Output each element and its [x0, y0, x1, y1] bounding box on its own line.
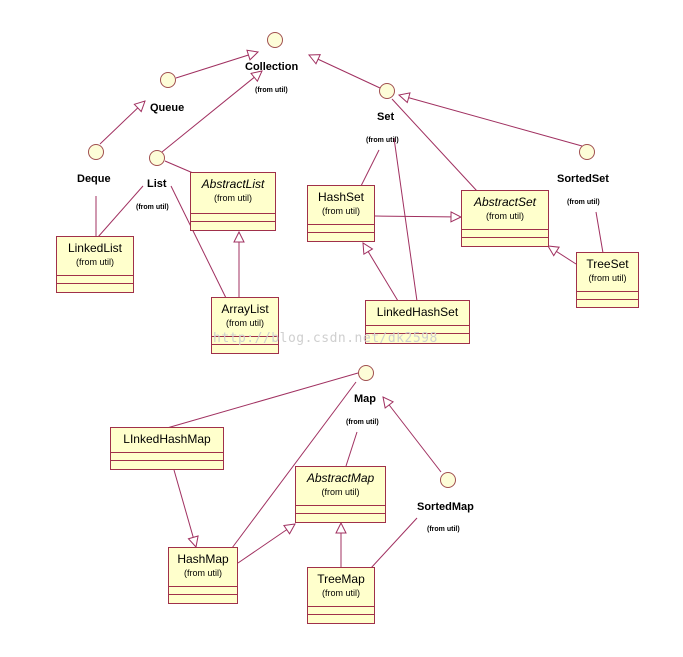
queue-interface-icon [160, 72, 176, 88]
abstractmap-to-map-edge [345, 431, 358, 467]
treeset-from: (from util) [588, 273, 627, 283]
linkedlist-class: LinkedList (from util) [56, 236, 134, 293]
abstractset-class: AbstractSet (from util) [461, 190, 549, 247]
hashmap-to-abstractmap-edge [237, 524, 295, 564]
linkedhashset-to-set-edge [393, 137, 418, 302]
sortedset-label: SortedSet [557, 173, 609, 185]
deque-to-queue-edge [99, 101, 145, 145]
treeset-to-abstractset-edge [548, 246, 577, 265]
sortedset-to-set-edge [399, 95, 583, 147]
collection-label: Collection [245, 61, 299, 73]
arraylist-from: (from util) [226, 318, 264, 328]
linkedhashset-class: LinkedHashSet [365, 300, 470, 344]
abstractlist-class: AbstractList (from util) [190, 172, 276, 231]
hashmap-name: HashMap [177, 552, 229, 566]
hashmap-from: (from util) [184, 568, 222, 578]
sortedmap-from-label: (from util) [427, 526, 460, 533]
treemap-from: (from util) [322, 588, 360, 598]
arraylist-name: ArrayList [221, 302, 269, 316]
hashmap-to-map-edge [231, 381, 357, 549]
deque-interface-icon [88, 144, 104, 160]
sortedmap-label: SortedMap [417, 501, 474, 513]
abstractlist-name: AbstractList [201, 177, 265, 191]
abstractset-name: AbstractSet [473, 195, 537, 209]
linkedhashmap-to-hashmap-edge [173, 469, 196, 547]
linkedhashset-name: LinkedHashSet [376, 305, 459, 319]
treeset-to-sortedset-edge [595, 211, 604, 254]
treeset-class: TreeSet (from util) [576, 252, 639, 308]
hashmap-class: HashMap (from util) [168, 547, 238, 604]
set-interface-icon [379, 83, 395, 99]
map-interface-icon [358, 365, 374, 381]
set-label: Set [377, 111, 395, 123]
abstractmap-from: (from util) [321, 487, 360, 497]
linkedhashmap-class: LInkedHashMap [110, 427, 224, 470]
sortedmap-to-map-edge [383, 397, 442, 473]
hashset-class: HashSet (from util) [307, 185, 375, 242]
sortedmap-interface-icon [440, 472, 456, 488]
linkedhashset-to-hashset-edge [363, 243, 399, 302]
map-from-label: (from util) [346, 419, 379, 426]
collection-from-label: (from util) [255, 87, 288, 94]
hashset-name: HashSet [317, 190, 365, 204]
linkedlist-name: LinkedList [67, 241, 123, 255]
set-from-label: (from util) [366, 137, 399, 144]
sortedset-interface-icon [579, 144, 595, 160]
abstractset-to-set-edge [391, 98, 478, 192]
arraylist-class: ArrayList (from util) [211, 297, 279, 354]
list-label: List [147, 178, 167, 190]
treemap-to-sortedmap-edge [370, 517, 418, 569]
set-to-collection-edge [309, 55, 381, 89]
linkedlist-from: (from util) [76, 257, 114, 267]
deque-label: Deque [77, 173, 111, 185]
hashset-from: (from util) [322, 206, 360, 216]
list-interface-icon [149, 150, 165, 166]
list-to-collection-edge [161, 71, 262, 153]
treemap-class: TreeMap (from util) [307, 567, 375, 624]
abstractset-from: (from util) [486, 211, 524, 221]
treeset-name: TreeSet [586, 257, 629, 271]
queue-to-collection-edge [175, 52, 258, 79]
collection-interface-icon [267, 32, 283, 48]
watermark-text: http://blog.csdn.net/dk2598 [213, 331, 438, 346]
linkedlist-to-list-edge [97, 185, 144, 238]
linkedhashmap-to-map-edge [166, 372, 359, 429]
abstractlist-from: (from util) [214, 193, 252, 203]
hashset-to-abstractset-edge [374, 216, 461, 217]
arraylist-to-list-edge [170, 185, 227, 299]
linkedhashmap-name: LInkedHashMap [123, 432, 211, 446]
hashset-to-set-edge [360, 149, 380, 187]
sortedset-from-label: (from util) [567, 199, 600, 206]
abstractmap-class: AbstractMap (from util) [295, 466, 386, 523]
abstractlist-to-list-edge [164, 160, 194, 174]
queue-label: Queue [150, 102, 185, 114]
treemap-name: TreeMap [317, 572, 365, 586]
list-from-label: (from util) [136, 204, 169, 211]
abstractmap-name: AbstractMap [306, 471, 375, 485]
map-label: Map [354, 393, 376, 405]
